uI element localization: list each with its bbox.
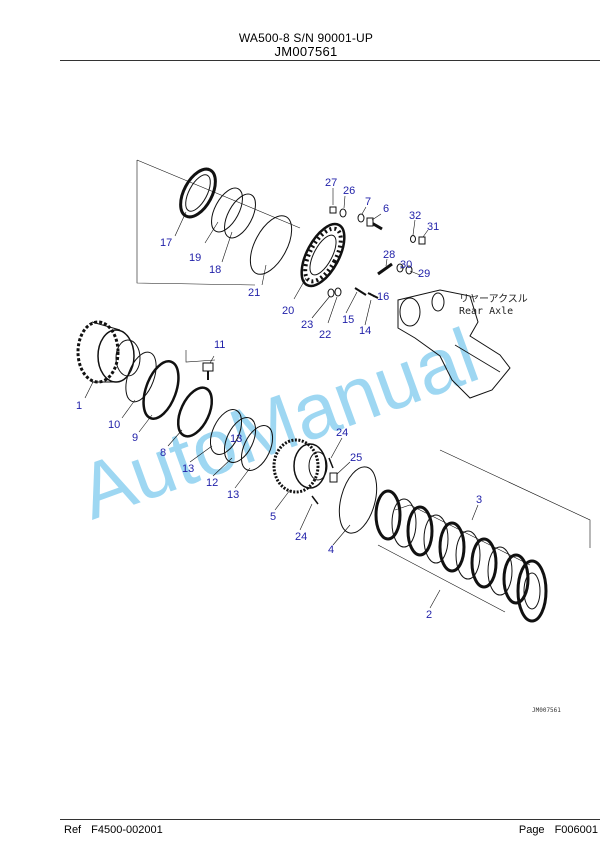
callout-22: 22 <box>319 329 331 341</box>
callout-13-a: 13 <box>182 463 194 475</box>
part-8-ring <box>176 386 214 438</box>
callout-23: 23 <box>301 319 313 331</box>
part-10-ring <box>125 351 157 403</box>
callout-5: 5 <box>270 511 276 523</box>
callout-17: 17 <box>160 237 172 249</box>
callout-3: 3 <box>476 494 482 506</box>
model-title: WA500-8 S/N 90001-UP <box>238 31 374 45</box>
callout-8: 8 <box>160 447 166 459</box>
part-1-hub <box>76 320 141 384</box>
part-13-ring-b <box>240 425 274 471</box>
part-12-ring <box>223 417 257 463</box>
footer-ref: Ref F4500-002001 <box>64 824 163 836</box>
small-fasteners-upper <box>327 206 426 299</box>
callout-27: 27 <box>325 177 337 189</box>
callout-numbers: 1 2 3 4 5 6 7 8 9 10 11 12 13 13 13 14 1… <box>76 177 482 621</box>
part-4-plate <box>338 466 378 534</box>
part-5-gear <box>272 438 328 494</box>
footer-rule <box>60 819 600 820</box>
callout-31: 31 <box>427 221 439 233</box>
drawing-id: JM007561 <box>532 707 561 714</box>
callout-6: 6 <box>383 203 389 215</box>
callout-30: 30 <box>400 259 412 271</box>
part-25-bolt <box>329 472 338 483</box>
part-24-pin-a <box>328 457 334 469</box>
part-11-bolt <box>185 350 216 380</box>
callout-21: 21 <box>248 287 260 299</box>
part-9-ring <box>142 360 180 420</box>
callout-7: 7 <box>365 196 371 208</box>
callout-4: 4 <box>328 544 334 556</box>
rear-axle-label-jp: リヤーアクスル <box>459 293 528 305</box>
callout-29: 29 <box>418 268 430 280</box>
footer-ref-value: F4500-002001 <box>91 824 163 836</box>
callout-13-c: 13 <box>230 433 242 445</box>
callout-12: 12 <box>206 477 218 489</box>
part-20-piston <box>300 222 346 288</box>
leader-lines <box>84 188 479 609</box>
part-13-ring-a <box>209 409 243 455</box>
footer-page-value: F006001 <box>554 824 598 836</box>
footer-ref-label: Ref <box>64 824 82 836</box>
part-18-o-ring <box>224 193 256 239</box>
callout-16: 16 <box>377 291 389 303</box>
upper-group-outline <box>136 159 301 286</box>
callout-28: 28 <box>383 249 395 261</box>
part-19-o-ring <box>211 187 243 233</box>
callout-13-b: 13 <box>227 489 239 501</box>
callout-19: 19 <box>189 252 201 264</box>
part-17-seal <box>179 167 217 219</box>
callout-1: 1 <box>76 400 82 412</box>
callout-24-a: 24 <box>336 427 348 439</box>
rear-axle-housing <box>397 289 511 399</box>
callout-20: 20 <box>282 305 294 317</box>
part-2-3-disc-pack <box>374 449 591 623</box>
callout-14: 14 <box>359 325 371 337</box>
part-24-pin-b <box>311 495 319 505</box>
callout-26: 26 <box>343 185 355 197</box>
callout-24-b: 24 <box>295 531 307 543</box>
callout-15: 15 <box>342 314 354 326</box>
callout-32: 32 <box>409 210 421 222</box>
callout-2: 2 <box>426 609 432 621</box>
watermark: AutoManual <box>68 311 489 536</box>
callout-18: 18 <box>209 264 221 276</box>
callout-11: 11 <box>214 339 225 351</box>
footer-page: Page F006001 <box>519 824 598 836</box>
header-rule <box>60 60 600 61</box>
rear-axle-label-en: Rear Axle <box>459 306 513 317</box>
callout-10: 10 <box>108 419 120 431</box>
drawing-code-title: JM007561 <box>274 44 338 59</box>
part-21-o-ring <box>249 215 293 275</box>
footer-page-label: Page <box>518 824 545 836</box>
callout-25: 25 <box>350 452 362 464</box>
callout-9: 9 <box>132 432 138 444</box>
